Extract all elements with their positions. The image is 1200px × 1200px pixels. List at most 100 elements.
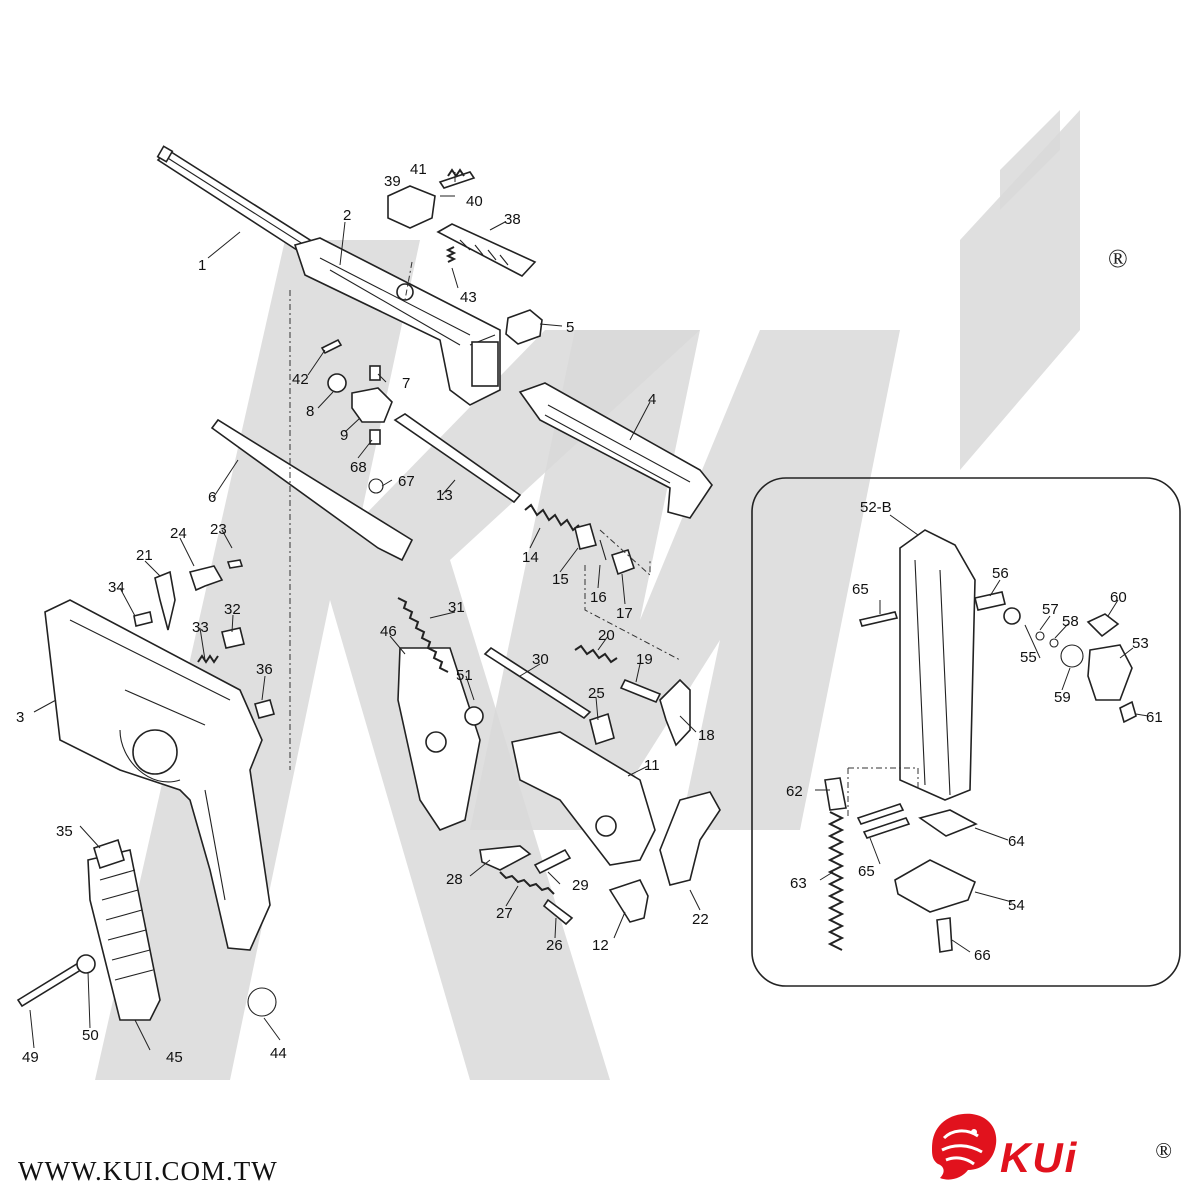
label-34: 34 xyxy=(108,579,125,596)
spring-part-20 xyxy=(574,644,618,664)
label-32: 32 xyxy=(224,601,241,618)
screw-part-40 xyxy=(438,171,476,189)
frame-assembly xyxy=(16,559,721,1021)
part-21 xyxy=(154,570,176,631)
label-18: 18 xyxy=(698,727,715,744)
lockwork-pivot xyxy=(595,815,617,837)
part-60 xyxy=(1086,613,1120,638)
label-29: 29 xyxy=(572,877,589,894)
pin-part-65-lower-b xyxy=(862,817,911,839)
inset-frame xyxy=(751,477,1181,987)
part-39 xyxy=(387,185,436,229)
part-32 xyxy=(221,627,245,649)
part-50 xyxy=(76,954,96,974)
label-24: 24 xyxy=(170,525,187,542)
label-43: 43 xyxy=(460,289,477,306)
pin-part-65-top xyxy=(858,611,899,627)
label-17: 17 xyxy=(616,605,633,622)
trigger-guard xyxy=(132,729,178,775)
label-20: 20 xyxy=(598,627,615,644)
ring-part-67 xyxy=(368,478,384,494)
part-26 xyxy=(542,898,574,926)
label-59: 59 xyxy=(1054,689,1071,706)
label-64: 64 xyxy=(1008,833,1025,850)
label-57: 57 xyxy=(1042,601,1059,618)
label-66: 66 xyxy=(974,947,991,964)
magazine-inset xyxy=(751,477,1181,987)
lion-head-icon xyxy=(932,1113,997,1180)
pin-part-65-lower-a xyxy=(856,803,905,825)
rear-sight-part-38 xyxy=(436,223,537,277)
spring-part-41 xyxy=(447,168,465,178)
frame-part-3 xyxy=(44,599,271,951)
label-16: 16 xyxy=(590,589,607,606)
label-13: 13 xyxy=(436,487,453,504)
bolt-part-4 xyxy=(518,382,713,519)
label-9: 9 xyxy=(340,427,348,444)
label-22: 22 xyxy=(692,911,709,928)
label-45: 45 xyxy=(166,1049,183,1066)
label-46: 46 xyxy=(380,623,397,640)
spring-part-27 xyxy=(499,871,555,895)
label-26: 26 xyxy=(546,937,563,954)
label-33: 33 xyxy=(192,619,209,636)
label-54: 54 xyxy=(1008,897,1025,914)
magazine-body-52b xyxy=(899,529,976,801)
hammer-part-22 xyxy=(659,791,721,886)
leader-lines xyxy=(29,172,1149,1051)
part-34 xyxy=(133,611,153,627)
label-28: 28 xyxy=(446,871,463,888)
ring-part-58 xyxy=(1049,638,1059,648)
label-4: 4 xyxy=(648,391,656,408)
spring-part-31 xyxy=(397,597,449,673)
label-35: 35 xyxy=(56,823,73,840)
label-31: 31 xyxy=(448,599,465,616)
label-42: 42 xyxy=(292,371,309,388)
label-62: 62 xyxy=(786,783,803,800)
brand-name: KUi xyxy=(1000,1134,1079,1181)
part-28 xyxy=(479,845,532,871)
plate-part-64 xyxy=(918,809,978,837)
pin-part-16 xyxy=(599,539,607,561)
screw-part-23 xyxy=(226,559,244,569)
label-14: 14 xyxy=(522,549,539,566)
firing-pin-part-13 xyxy=(393,413,522,504)
part-labels: 1 2 39 41 40 38 43 5 42 7 8 9 68 4 67 6 … xyxy=(16,161,1163,1066)
watermark-letter-i-stem xyxy=(960,110,1080,470)
label-12: 12 xyxy=(592,937,609,954)
label-61: 61 xyxy=(1146,709,1163,726)
part-35 xyxy=(93,838,125,870)
part-51 xyxy=(464,706,484,726)
part-25 xyxy=(589,712,615,746)
website-url[interactable]: WWW.KUI.COM.TW xyxy=(18,1156,278,1186)
label-1: 1 xyxy=(198,257,206,274)
spring-part-14 xyxy=(524,503,580,532)
label-39: 39 xyxy=(384,173,401,190)
label-6: 6 xyxy=(208,489,216,506)
label-50: 50 xyxy=(82,1027,99,1044)
label-68: 68 xyxy=(350,459,367,476)
label-58: 58 xyxy=(1062,613,1079,630)
front-sight xyxy=(156,145,174,163)
screw-part-56 xyxy=(974,591,1006,611)
label-63: 63 xyxy=(790,875,807,892)
label-60: 60 xyxy=(1110,589,1127,606)
screw-part-66 xyxy=(936,917,953,953)
rod-part-6 xyxy=(210,418,414,562)
label-30: 30 xyxy=(532,651,549,668)
label-52-b: 52-B xyxy=(860,499,892,516)
screw-part-49 xyxy=(16,960,86,1008)
part-24 xyxy=(188,565,224,592)
rod-part-30 xyxy=(483,646,592,720)
part-15 xyxy=(574,523,597,550)
label-38: 38 xyxy=(504,211,521,228)
label-21: 21 xyxy=(136,547,153,564)
receiver-window xyxy=(471,341,499,387)
label-36: 36 xyxy=(256,661,273,678)
label-27: 27 xyxy=(496,905,513,922)
grip-part-45 xyxy=(87,849,161,1021)
part-8 xyxy=(327,373,347,393)
label-41: 41 xyxy=(410,161,427,178)
label-67: 67 xyxy=(398,473,415,490)
label-8: 8 xyxy=(306,403,314,420)
